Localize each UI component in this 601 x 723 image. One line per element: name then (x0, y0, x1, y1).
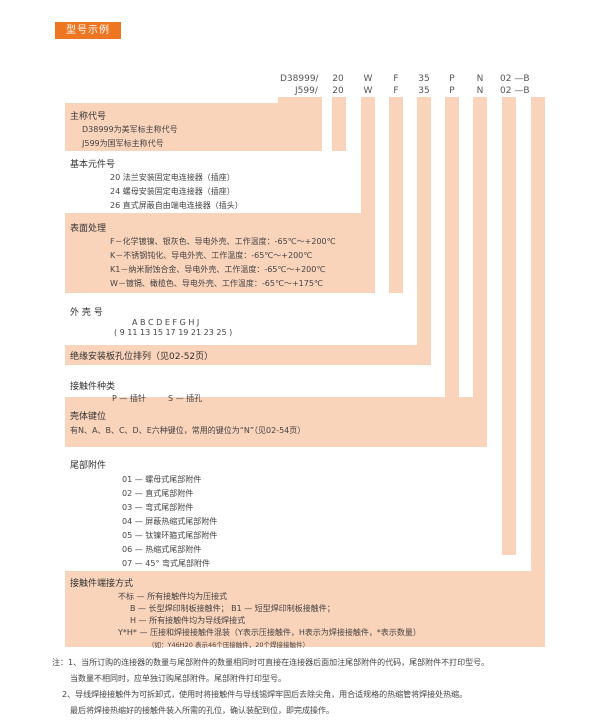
connector-tail (502, 97, 516, 555)
termination-item: B — 长型焊印制板接触件； B1 — 短型焊印制板接触件； (130, 604, 335, 613)
shell-numbers: ( 9 11 13 15 17 19 21 23 25 ) (114, 328, 233, 337)
code-col-shell-top: F (393, 74, 399, 84)
keying-title: 壳体键位 (70, 412, 107, 422)
connector-main (278, 97, 322, 103)
termination-example: （如：Y46H20 表示46个压接触件，20个焊接接触件） (148, 641, 310, 649)
code-col-element-top: 20 (332, 74, 344, 84)
block-main-code (65, 103, 322, 151)
termination-title: 接触件端接方式 (70, 579, 134, 589)
note-line: 注：1、当所订购的连接器的数量与尾部附件的数量相同时可直接在连接器后面加注尾部附… (52, 658, 490, 667)
tail-item: 04 — 屏蔽热缩式尾部附件 (122, 517, 218, 526)
surface-item: W－镀镉、橄榄色、导电外壳、工作温度：-65℃～+175℃ (110, 279, 323, 288)
connector-termination (531, 97, 545, 571)
block-termination (65, 571, 545, 647)
code-col-surface-bottom: W (363, 86, 373, 96)
connector-surface (361, 97, 375, 213)
termination-item: 不标 — 所有接触件均为压接式 (118, 592, 228, 601)
note-line: 最后将焊接热缩好的接触件装入所需的孔位，确认装配到位，即完成操作。 (70, 706, 334, 715)
termination-item: Y*H* — 压接和焊接接触件混装（Y表示压接触件，H表示为焊接接触件，*表示数… (118, 628, 421, 637)
note-line: 当数量不相同时，应单独订购尾部附件。尾部附件打印型号。 (70, 674, 286, 683)
main-code-title: 主称代号 (70, 112, 107, 122)
tail-title: 尾部附件 (70, 461, 107, 471)
code-col-keying-bottom: N (476, 86, 484, 96)
tail-item: 05 — 钛镍环箍式尾部附件 (122, 531, 218, 540)
section-tag: 型号示例 (55, 22, 121, 39)
block-surface (65, 213, 375, 293)
tail-item: 01 — 螺母式尾部附件 (122, 475, 202, 484)
base-element-item: 26 直式屏蔽自由端电连接器（插头） (110, 201, 243, 210)
connector-shell (389, 97, 403, 293)
note-line: 2、导线焊接接触件为可拆卸式，使用时将接触件与导线锡焊牢固后去除尖角，用合适规格… (62, 690, 468, 699)
contact-pin: P — 插针 (112, 394, 146, 403)
shell-letters: A B C D E F G H J (132, 318, 200, 327)
contact-socket: S — 插孔 (168, 394, 203, 403)
tail-item: 02 — 直式尾部附件 (122, 489, 194, 498)
block-insert (65, 345, 431, 365)
code-prefix-top: D38999/ (280, 74, 319, 84)
block-keying (65, 397, 487, 447)
main-code-item: J599为国军标主称代号 (82, 139, 164, 148)
tail-item: 07 — 45° 弯式尾部附件 (122, 559, 210, 568)
code-col-contact-top: P (449, 74, 455, 84)
surface-item: K1－纳米耐蚀合金、导电外壳、工作温度：-65℃～+200℃ (110, 265, 326, 274)
shell-title: 外 壳 号 (70, 308, 103, 318)
surface-title: 表面处理 (70, 224, 107, 234)
contact-title: 接触件种类 (70, 382, 116, 392)
code-prefix-bottom: J599/ (295, 86, 318, 96)
code-col-tail-bottom: 02 —B (500, 86, 530, 96)
base-element-item: 20 法兰安装固定电连接器（插座） (110, 173, 235, 182)
connector-keying (473, 97, 487, 445)
connector-contact (445, 97, 459, 397)
base-element-title: 基本元件号 (70, 160, 116, 170)
termination-item: H — 所有接触件均为导线焊接式 (130, 616, 246, 625)
connector-element (332, 97, 346, 151)
tail-item: 06 — 热缩式尾部附件 (122, 545, 202, 554)
surface-item: F－化学镀镍、银灰色、导电外壳、工作温度：-65℃～+200℃ (110, 237, 336, 246)
code-col-tail-top: 02 —B (500, 74, 530, 84)
code-col-contact-bottom: P (449, 86, 455, 96)
connector-insert (417, 97, 431, 345)
tail-item: 03 — 弯式尾部附件 (122, 503, 194, 512)
code-col-element-bottom: 20 (332, 86, 344, 96)
code-col-insert-bottom: 35 (418, 86, 430, 96)
main-code-item: D38999为美军标主称代号 (82, 125, 178, 134)
insert-title: 绝缘安装板孔位排列（见02-52页） (70, 352, 214, 362)
base-element-item: 24 螺母安装固定电连接器（插座） (110, 187, 235, 196)
code-col-insert-top: 35 (418, 74, 430, 84)
code-col-keying-top: N (476, 74, 484, 84)
surface-item: K－不锈钢钝化、导电外壳、工作温度：-65℃～+200℃ (110, 251, 313, 260)
keying-desc: 有N、A、B、C、D、E六种键位，常用的键位为“N”（见02-54页） (70, 426, 306, 435)
code-col-surface-top: W (363, 74, 373, 84)
code-col-shell-bottom: F (393, 86, 399, 96)
